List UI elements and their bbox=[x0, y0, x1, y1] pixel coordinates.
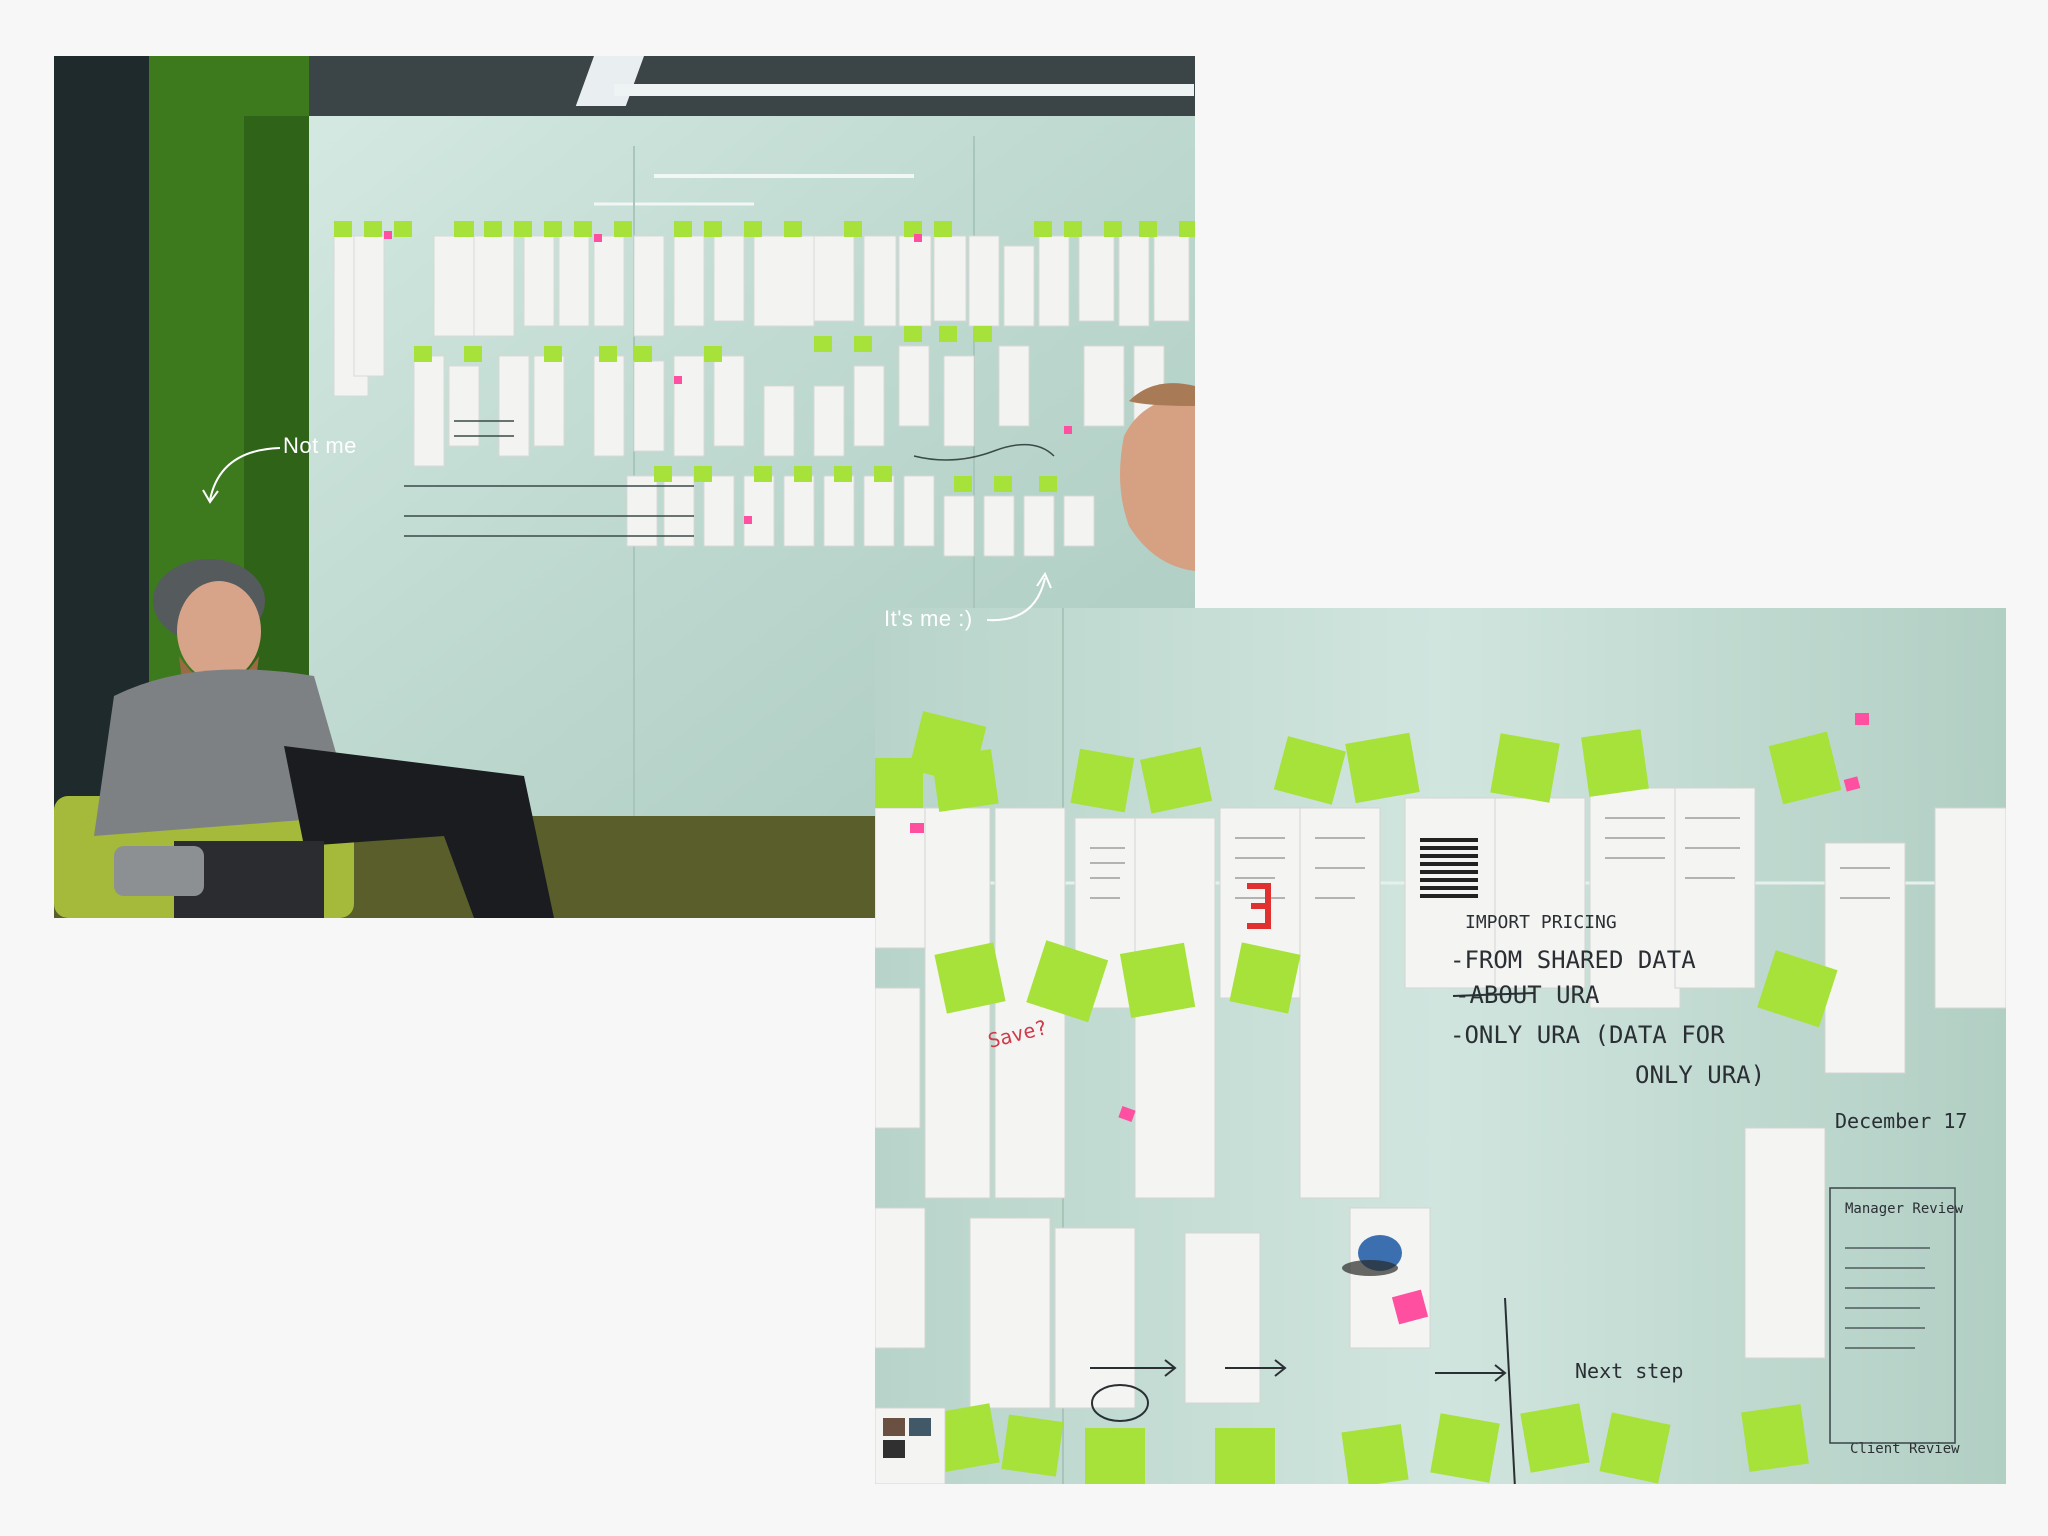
callout-not-me: Not me bbox=[283, 433, 357, 458]
photo-wireframes-closeup: IMPORT PRICING -FROM SHARED DATA -ABOUT … bbox=[875, 608, 2006, 1484]
curved-arrow-icon bbox=[986, 571, 1052, 622]
note-import-pricing: IMPORT PRICING bbox=[1465, 912, 1617, 933]
paper-sheets-row-1 bbox=[333, 235, 1190, 397]
note-manager-review: Manager Review bbox=[1845, 1201, 1964, 1217]
wall-closeup-scene: IMPORT PRICING -FROM SHARED DATA -ABOUT … bbox=[875, 608, 2006, 1484]
sticky-notes-pink bbox=[910, 713, 1869, 1325]
note-from-shared-data: -FROM SHARED DATA bbox=[1450, 946, 1696, 974]
striped-square-icon bbox=[1420, 838, 1478, 898]
sticky-notes-green bbox=[875, 711, 1842, 1484]
wireframe-details-top bbox=[1090, 817, 1890, 899]
sticky-notes-green bbox=[334, 221, 1195, 492]
red-number-3-graphic bbox=[1247, 883, 1271, 929]
note-next-step: Next step bbox=[1575, 1359, 1683, 1383]
sticky-notes-pink bbox=[384, 231, 1072, 524]
note-only-ura-close: ONLY URA) bbox=[1635, 1061, 1765, 1089]
note-date: December 17 bbox=[1835, 1109, 1967, 1133]
seated-person bbox=[94, 559, 554, 918]
marker-notes: IMPORT PRICING -FROM SHARED DATA -ABOUT … bbox=[985, 912, 1967, 1484]
blue-sphere-graphic bbox=[1342, 1235, 1402, 1276]
paper-sheets-row-2 bbox=[413, 345, 1165, 467]
note-only-ura: -ONLY URA (DATA FOR bbox=[1450, 1021, 1725, 1049]
note-client-review: Client Review bbox=[1850, 1441, 1960, 1457]
paper-sheets-row-3 bbox=[626, 475, 1095, 557]
handwritten-notes bbox=[404, 420, 1055, 537]
curved-arrow-icon bbox=[202, 447, 281, 504]
photo-thumbnails bbox=[875, 1407, 946, 1484]
callout-its-me: It's me :) bbox=[884, 606, 973, 631]
paper-sheets-bottom bbox=[875, 987, 1826, 1409]
ceiling-light-strip bbox=[614, 84, 1194, 96]
